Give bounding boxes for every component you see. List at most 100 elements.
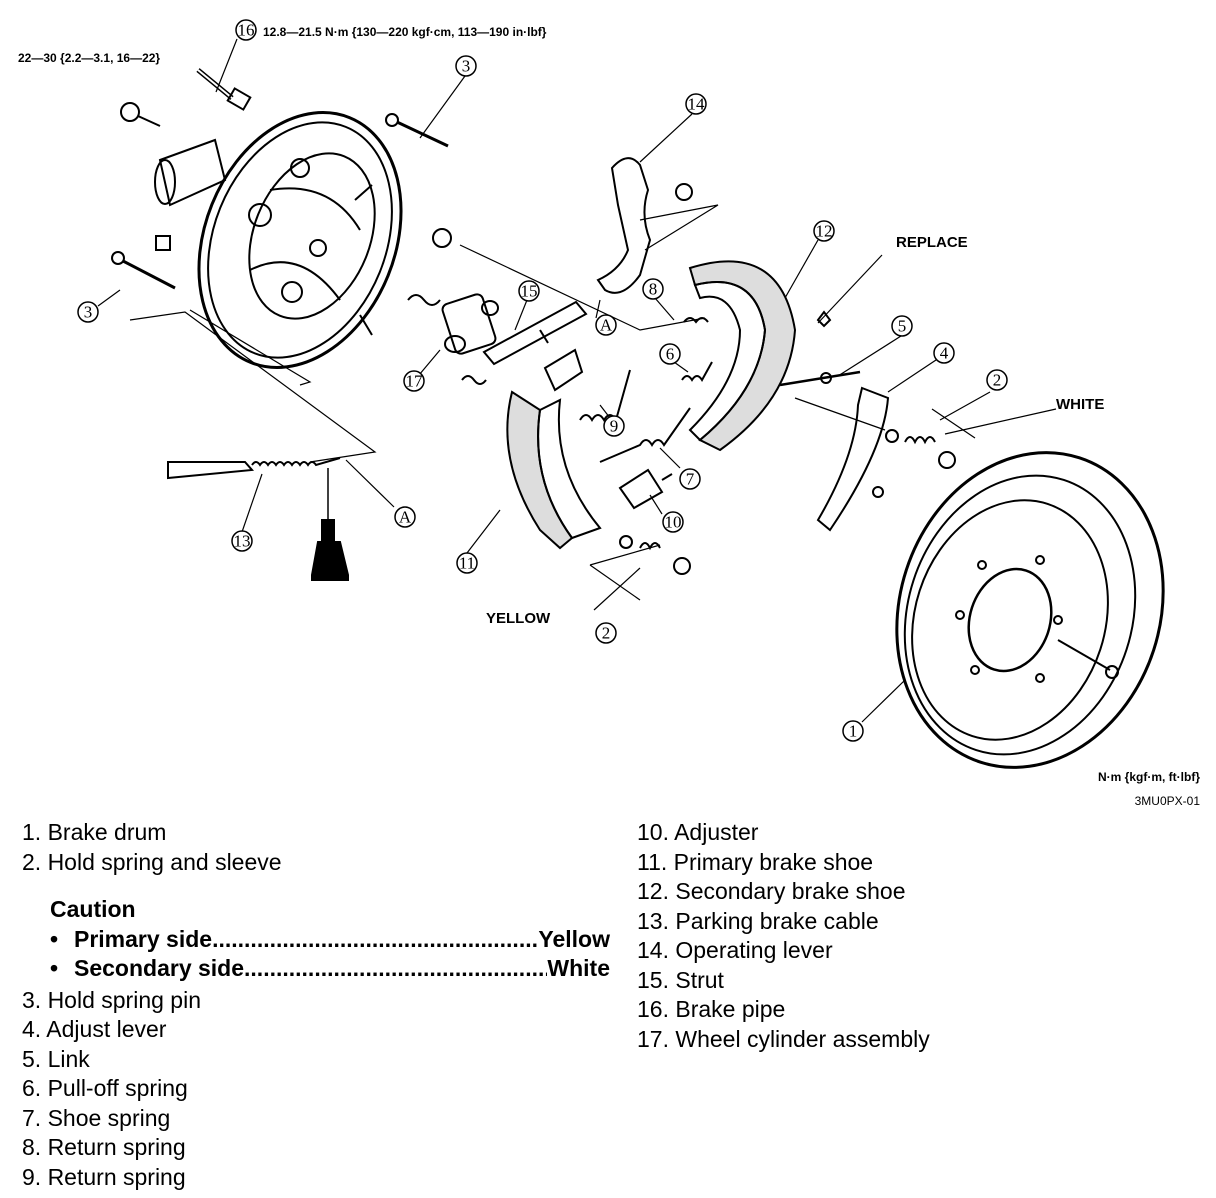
callout-circle-11 — [456, 552, 478, 574]
legend-item: 13. Parking brake cable — [637, 907, 879, 934]
legend-item: 6. Pull-off spring — [22, 1075, 188, 1101]
legend-item: 1. Brake drum — [22, 819, 167, 845]
caution-row-primary: • Primary side Yellow — [50, 925, 610, 955]
legend-item: 8. Return spring — [22, 1134, 186, 1160]
callout-circle-17 — [403, 370, 425, 392]
legend-item: 15. Strut — [637, 966, 724, 993]
exploded-brake-diagram: 22—30 {2.2—3.1, 16—22} 12.8—21.5 N·m {13… — [18, 19, 1201, 808]
callout-circle-14 — [685, 93, 707, 115]
callout-leaders — [97, 38, 1057, 723]
parking-brake-cable — [167, 457, 341, 480]
legend-item: 2. Hold spring and sleeve — [22, 848, 282, 875]
callout-circle-a-lever — [595, 314, 617, 336]
callout-13: 13 — [234, 532, 251, 551]
leader-dots — [212, 925, 538, 955]
legend-item: 9. Return spring — [22, 1163, 186, 1190]
units-note: N·m {kgf·m, ft·lbf} — [1098, 770, 1200, 784]
legend-item: 4. Adjust lever — [22, 1016, 167, 1042]
torque-spec-top-left: 22—30 {2.2—3.1, 16—22} — [18, 51, 160, 65]
callout-a-lever: A — [600, 316, 613, 335]
callout-circle-9 — [603, 415, 625, 437]
legend-item: 5. Link — [22, 1045, 90, 1072]
pull-off-spring-6 — [681, 361, 713, 382]
callout-15: 15 — [521, 282, 538, 301]
link — [779, 370, 861, 387]
figure-code: 3MU0PX-01 — [1135, 794, 1201, 808]
callout-10: 10 — [665, 513, 682, 532]
brake-pipe — [196, 68, 252, 111]
callout-1: 1 — [849, 722, 858, 741]
replace-clip — [816, 310, 832, 328]
callout-7: 7 — [686, 470, 695, 489]
legend-right-column: 10. Adjuster 11. Primary brake shoe 12. … — [637, 818, 930, 1054]
strut — [482, 300, 588, 366]
callout-circle-2b — [595, 622, 617, 644]
callout-4: 4 — [940, 344, 949, 363]
leader-dots — [244, 954, 547, 984]
legend-item: 11. Primary brake shoe — [637, 848, 874, 875]
return-spring-8 — [683, 317, 709, 324]
hold-spring-white-side — [885, 429, 956, 469]
callout-circle-a-cable — [394, 506, 416, 528]
callout-circle-8 — [642, 278, 664, 300]
replace-label: REPLACE — [896, 234, 968, 251]
callout-circle-12 — [813, 220, 835, 242]
hold-spring-yellow-side — [619, 535, 691, 575]
callout-16: 16 — [238, 21, 255, 40]
callout-11: 11 — [459, 554, 475, 573]
yellow-label: YELLOW — [486, 610, 551, 627]
callout-circle-7 — [679, 468, 701, 490]
callout-circle-6 — [659, 343, 681, 365]
return-spring-9 — [579, 369, 631, 423]
callout-circle-3b — [77, 301, 99, 323]
bullet-icon: • — [50, 955, 59, 981]
adjuster — [618, 468, 673, 510]
torque-spec-brake-pipe: 12.8—21.5 N·m {130—220 kgf·cm, 113—190 i… — [263, 25, 547, 39]
secondary-brake-shoe — [688, 260, 797, 452]
grease-tube — [311, 519, 349, 581]
mounting-bolt-lower — [155, 235, 171, 251]
backing-plate — [197, 111, 403, 369]
adjust-lever — [816, 386, 890, 532]
white-label: WHITE — [1056, 396, 1104, 413]
callout-8: 8 — [649, 280, 658, 299]
callout-14: 14 — [688, 95, 706, 114]
legend-item: 14. Operating lever — [637, 937, 833, 963]
callout-9: 9 — [610, 417, 619, 436]
callout-circle-16 — [235, 19, 257, 41]
callout-circle-13 — [231, 530, 253, 552]
callout-3a: 3 — [462, 57, 471, 76]
callout-circle-4 — [933, 342, 955, 364]
callout-12: 12 — [816, 222, 833, 241]
legend-item: 12. Secondary brake shoe — [637, 878, 906, 904]
legend-item: 3. Hold spring pin — [22, 986, 201, 1013]
callout-circle-15 — [518, 280, 540, 302]
caution-label: Secondary side — [74, 955, 245, 981]
legend-item: 16. Brake pipe — [637, 996, 786, 1022]
assembly-lines — [129, 204, 976, 601]
callout-circle-3a — [455, 55, 477, 77]
hold-spring-pin-upper — [385, 113, 449, 148]
callout-17: 17 — [406, 372, 424, 391]
caution-value: Yellow — [538, 925, 610, 952]
brake-drum — [895, 451, 1165, 769]
caution-title: Caution — [50, 896, 136, 922]
callout-circle-5 — [891, 315, 913, 337]
callout-6: 6 — [666, 345, 675, 364]
callout-circle-2a — [986, 369, 1008, 391]
operating-lever — [596, 157, 693, 294]
primary-brake-shoe — [506, 348, 602, 550]
caution-row-secondary: • Secondary side White — [50, 954, 610, 984]
caution-block: Caution • Primary side Yellow • Secondar… — [50, 895, 610, 984]
legend-item: 17. Wheel cylinder assembly — [637, 1025, 930, 1052]
legend-item: 10. Adjuster — [637, 819, 759, 845]
callout-2a: 2 — [993, 371, 1002, 390]
callout-circle-1 — [842, 720, 864, 742]
callout-2b: 2 — [602, 624, 611, 643]
callout-3b: 3 — [84, 303, 93, 322]
mounting-bolt-upper — [120, 102, 161, 127]
legend-item: 7. Shoe spring — [22, 1104, 171, 1131]
shoe-spring-7 — [599, 407, 691, 463]
callout-5: 5 — [898, 317, 907, 336]
wheel-cylinder — [407, 228, 499, 385]
